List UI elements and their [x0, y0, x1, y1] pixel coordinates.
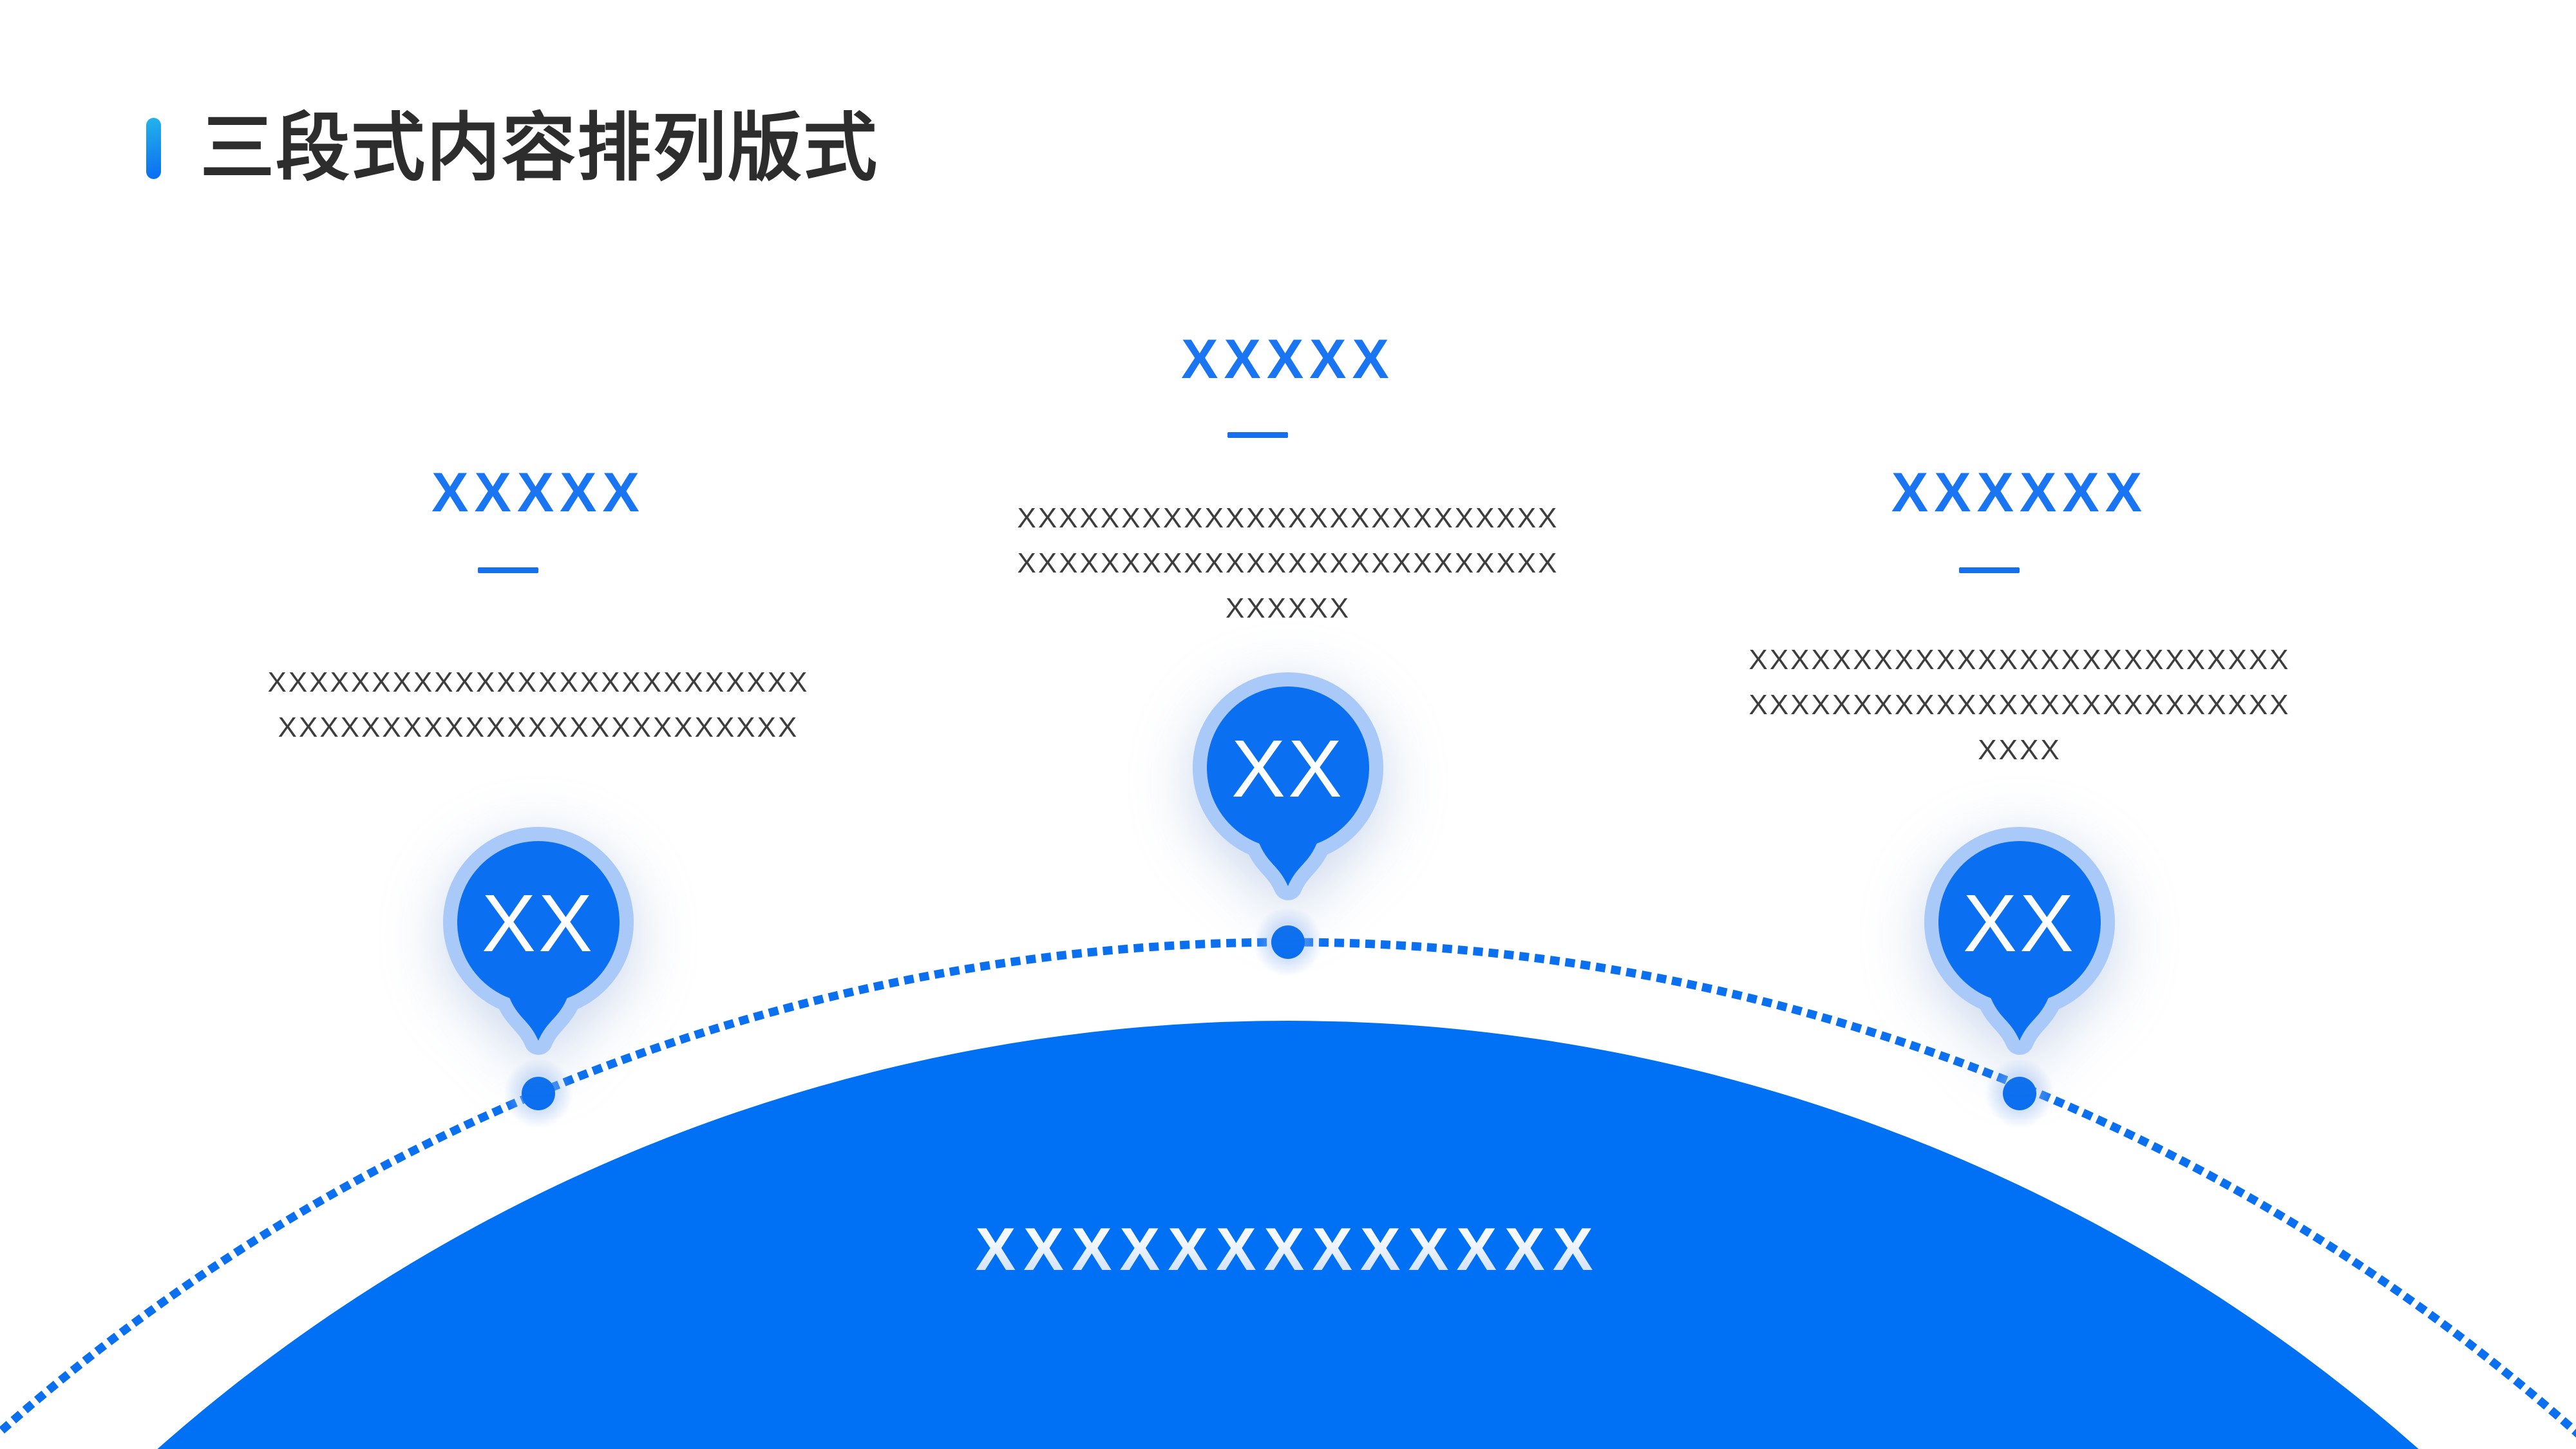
page-title: 三段式内容排列版式 — [200, 107, 879, 189]
body-line: XXXXXXXXXXXXXXXXXXXXXXXXXX — [1017, 502, 1559, 534]
mound-shape — [158, 1021, 2418, 1449]
dot-core — [2003, 1077, 2036, 1110]
pin-balloon-icon — [1924, 827, 2115, 1055]
dot-core — [522, 1077, 555, 1110]
section-right-divider — [1959, 567, 2020, 573]
pin-marker-middle: XX — [1193, 672, 1383, 900]
slide-header: 三段式内容排列版式 — [146, 109, 878, 187]
mound-label: XXXXXXXXXXXXX — [975, 1215, 1600, 1283]
section-left-divider — [478, 567, 538, 573]
body-line: XXXXXXXXXXXXXXXXXXXXXXXXXX — [267, 667, 810, 698]
pin-balloon-icon — [1193, 672, 1383, 900]
section-middle-heading: XXXXX — [1181, 328, 1395, 390]
pin-label: XX — [482, 878, 595, 969]
title-accent-bar — [146, 117, 161, 179]
body-line: XXXXXXXXXXXXXXXXXXXXXXXXXX — [1748, 689, 2291, 721]
section-left-heading: XXXXX — [431, 462, 645, 524]
timeline-dot-right — [1985, 1059, 2054, 1128]
body-line: XXXXXXXXXXXXXXXXXXXXXXXXXX — [1748, 644, 2291, 676]
body-line: XXXXXXXXXXXXXXXXXXXXXXXXX — [278, 712, 799, 743]
timeline-dot-middle — [1253, 907, 1323, 977]
section-middle-body: XXXXXXXXXXXXXXXXXXXXXXXXXX XXXXXXXXXXXXX… — [837, 496, 1739, 631]
dot-core — [1271, 925, 1305, 959]
pin-label: XX — [1963, 878, 2076, 969]
body-line: XXXXXXXXXXXXXXXXXXXXXXXXXX — [1017, 547, 1559, 579]
pin-marker-left: XX — [443, 827, 634, 1055]
section-right-body: XXXXXXXXXXXXXXXXXXXXXXXXXX XXXXXXXXXXXXX… — [1569, 638, 2470, 773]
section-right-heading: XXXXXX — [1891, 462, 2148, 524]
timeline-dot-left — [504, 1059, 573, 1128]
pin-label: XX — [1231, 723, 1345, 814]
pin-marker-right: XX — [1924, 827, 2115, 1055]
body-line: XXXXXX — [1225, 592, 1351, 624]
pin-balloon-icon — [443, 827, 634, 1055]
section-left-body: XXXXXXXXXXXXXXXXXXXXXXXXXX XXXXXXXXXXXXX… — [88, 660, 989, 750]
body-line: XXXX — [1978, 734, 2061, 766]
section-middle-divider — [1227, 432, 1288, 438]
